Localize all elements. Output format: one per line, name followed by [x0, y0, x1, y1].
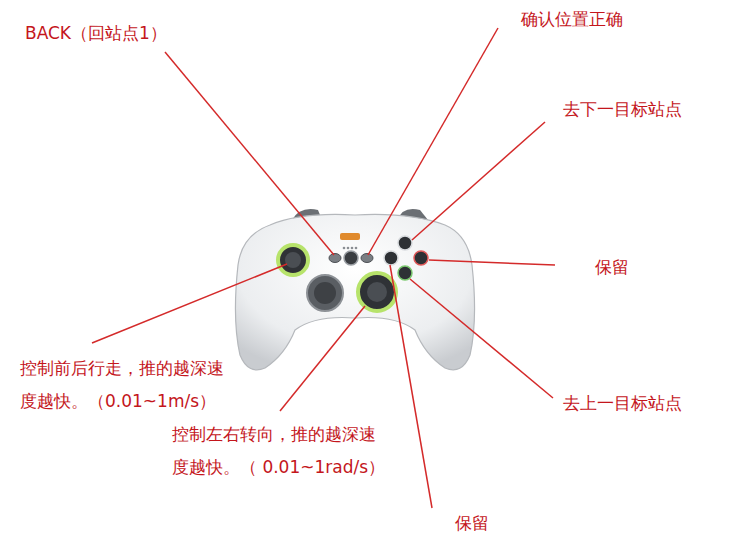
- back-button: [329, 254, 341, 263]
- dpad: [307, 275, 343, 311]
- led: [343, 247, 346, 250]
- home-button: [344, 251, 358, 265]
- callout-label: 去上一目标站点: [563, 392, 682, 414]
- callout-label: 控制前后行走，推的越深速 度越快。（0.01~1m/s）: [20, 352, 234, 418]
- led: [347, 247, 350, 250]
- led: [351, 247, 354, 250]
- callout-label: 去下一目标站点: [563, 98, 682, 120]
- right-stick: [358, 273, 396, 311]
- leader-line: [390, 265, 432, 508]
- leader-line: [429, 260, 555, 265]
- face-button-right: [414, 251, 428, 265]
- callout-label: 控制左右转向，推的越深速 度越快。（ 0.01~1rad/s）: [172, 418, 386, 484]
- leader-line: [165, 52, 334, 255]
- start-button: [361, 254, 373, 263]
- gamepad-body: [235, 214, 474, 369]
- face-button-bottom: [398, 266, 412, 280]
- callout-label: 确认位置正确: [521, 8, 623, 30]
- callout-label: 保留: [595, 256, 629, 278]
- leader-line: [280, 306, 365, 411]
- left-stick-cap: [285, 252, 301, 268]
- left-stick: [278, 245, 308, 275]
- leader-line: [412, 122, 545, 240]
- brand-logo: [340, 233, 360, 240]
- face-button-top: [398, 236, 412, 250]
- callout-label: 保留: [455, 512, 489, 534]
- callout-label: BACK（回站点1）: [25, 22, 167, 44]
- leader-line: [410, 279, 553, 398]
- dpad-center: [314, 282, 336, 304]
- led: [355, 247, 358, 250]
- face-button-left: [384, 251, 398, 265]
- right-stick-cap: [367, 282, 387, 302]
- leader-line: [92, 264, 287, 343]
